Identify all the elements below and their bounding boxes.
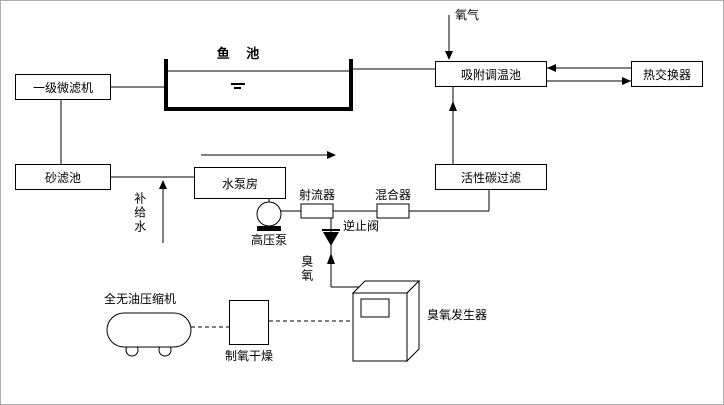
adsorption-pool-box: 吸附调温池 [435, 61, 547, 87]
jet-ejector-symbol [300, 203, 334, 219]
fish-pond-tank [164, 59, 353, 111]
check-valve-symbol [322, 229, 340, 246]
heat-exchanger-box: 热交换器 [631, 61, 703, 87]
fish-pond-label: 鱼 池 [216, 47, 266, 62]
oxygen-label: 氧气 [455, 8, 480, 22]
high-pressure-pump-label: 高压泵 [250, 233, 287, 247]
check-valve-label: 逆止阀 [343, 219, 380, 233]
compressor-symbol [106, 312, 192, 357]
oxygen-feed-arrow [445, 15, 453, 60]
heat-loop-return-arrow [547, 64, 631, 72]
oxygen-dryer-box [229, 300, 269, 345]
ozone-label: 臭氧 [299, 255, 314, 283]
carbon-filter-box: 活性碳过滤 [435, 164, 547, 190]
ozone-generator-label: 臭氧发生器 [427, 308, 488, 322]
makeup-water-arrow [159, 180, 167, 243]
main-pipeline [281, 190, 490, 212]
heat-loop-supply-arrow [547, 77, 631, 85]
jet-ejector-label: 射流器 [299, 188, 336, 202]
ozone-generator-symbol [351, 279, 421, 363]
oil-free-compressor-label: 全无油压缩机 [104, 292, 177, 306]
mixer-label: 混合器 [375, 188, 412, 202]
mixer-symbol [376, 203, 410, 219]
high-pressure-pump-symbol [256, 199, 282, 231]
flow-direction-arrow [201, 151, 336, 159]
pump-house-box: 水泵房 [194, 167, 286, 199]
ozone-flow-arrow [327, 253, 335, 264]
sand-filter-box: 砂滤池 [15, 164, 111, 190]
makeup-water-label: 补给水 [132, 192, 147, 234]
carbon-to-adsorption-arrow [449, 87, 457, 164]
oxygen-drying-label: 制氧干燥 [224, 349, 273, 363]
micro-filter-box: 一级微滤机 [15, 74, 111, 100]
